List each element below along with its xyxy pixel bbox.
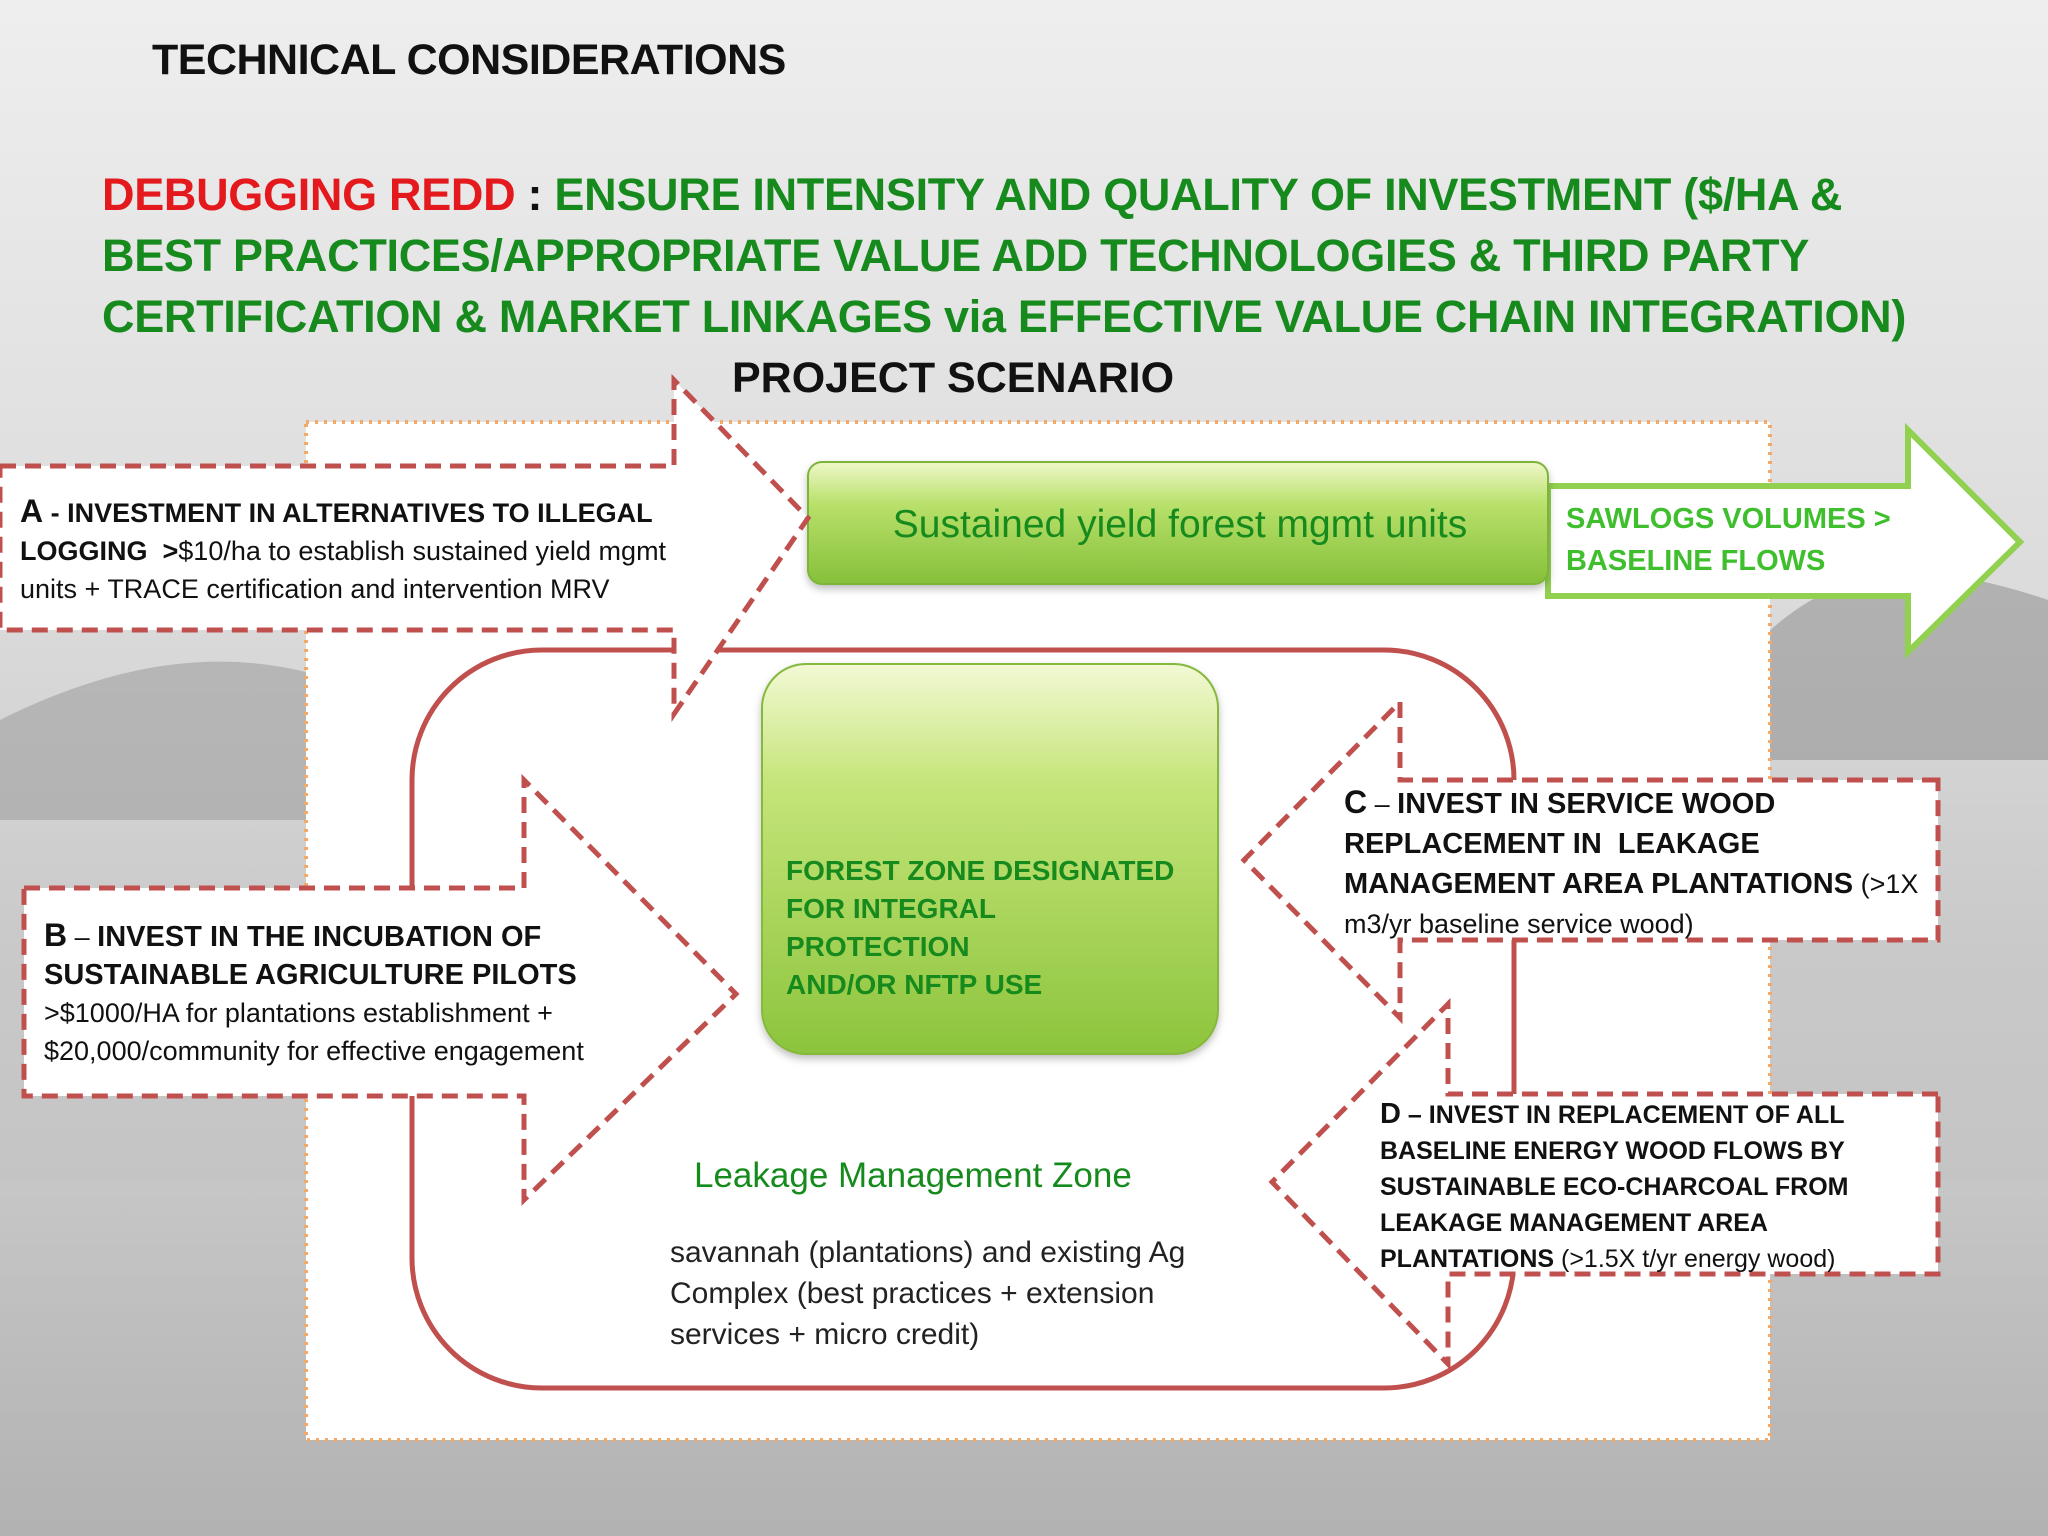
- headline-colon: :: [515, 169, 555, 220]
- arrow-d-head-5: PLANTATIONS: [1380, 1245, 1555, 1273]
- arrow-d-head-1: INVEST IN REPLACEMENT OF ALL: [1428, 1101, 1845, 1129]
- arrow-b-body-2: $20,000/community for effective engageme…: [44, 1036, 584, 1066]
- leakage-desc-line-2: Complex (best practices + extension: [670, 1277, 1155, 1310]
- arrow-c: [1240, 695, 1941, 1025]
- arrow-d-head-3: SUSTAINABLE ECO-CHARCOAL FROM: [1380, 1173, 1849, 1201]
- arrow-c-line-1: C – INVEST IN SERVICE WOOD: [1344, 782, 1924, 824]
- sawlogs-label: SAWLOGS VOLUMES > BASELINE FLOWS: [1566, 498, 1916, 582]
- headline-text-1: ENSURE INTENSITY AND QUALITY OF INVESTME…: [554, 169, 1843, 220]
- arrow-a-letter: A: [20, 493, 44, 529]
- arrow-d-letter: D: [1380, 1098, 1401, 1130]
- arrow-d-dash: –: [1400, 1101, 1429, 1129]
- arrow-c-head-3: MANAGEMENT AREA PLANTATIONS: [1344, 868, 1854, 900]
- leakage-desc-line-1: savannah (plantations) and existing Ag: [670, 1236, 1186, 1269]
- headline-line-2: BEST PRACTICES/APPROPRIATE VALUE ADD TEC…: [102, 230, 1810, 281]
- arrow-b: [21, 773, 740, 1206]
- headline-prefix: DEBUGGING REDD: [102, 169, 516, 220]
- sustained-yield-label: Sustained yield forest mgmt units: [892, 503, 1468, 546]
- page-title: TECHNICAL CONSIDERATIONS: [152, 36, 786, 84]
- arrow-c-letter: C: [1344, 784, 1368, 820]
- arrow-b-text: B – INVEST IN THE INCUBATION OF SUSTAINA…: [44, 916, 664, 1070]
- arrow-a-head-2: LOGGING: [20, 536, 148, 566]
- forest-zone-box: [761, 663, 1219, 1055]
- arrow-d-text: D – INVEST IN REPLACEMENT OF ALL BASELIN…: [1380, 1096, 1920, 1277]
- arrow-a-head-1: INVESTMENT IN ALTERNATIVES TO ILLEGAL: [67, 498, 653, 528]
- sustained-yield-box: [807, 461, 1549, 585]
- arrow-a: [0, 373, 812, 723]
- arrow-a-text: A - INVESTMENT IN ALTERNATIVES TO ILLEGA…: [20, 492, 700, 608]
- leakage-desc-line-3: services + micro credit): [670, 1318, 980, 1351]
- arrow-b-body-1: >$1000/HA for plantations establishment …: [44, 998, 553, 1028]
- arrow-a-line-3: units + TRACE certification and interven…: [20, 574, 610, 604]
- arrow-c-head-2: REPLACEMENT IN LEAKAGE: [1344, 828, 1760, 860]
- arrow-a-line-2: LOGGING >$10/ha to establish sustained y…: [20, 532, 700, 570]
- arrow-b-head-1: INVEST IN THE INCUBATION OF: [97, 921, 542, 953]
- headline: DEBUGGING REDD : ENSURE INTENSITY AND QU…: [102, 164, 1906, 347]
- arrow-d-head-2: BASELINE ENERGY WOOD FLOWS BY: [1380, 1137, 1845, 1165]
- forest-zone-line-1: FOREST ZONE DESIGNATED: [786, 855, 1175, 886]
- arrow-c-body-2: m3/yr baseline service wood): [1344, 909, 1694, 939]
- arrow-a-body-1: $10/ha to establish sustained yield mgmt: [178, 536, 667, 566]
- sawlogs-line-2: BASELINE FLOWS: [1566, 545, 1826, 577]
- arrow-d: [1268, 997, 1941, 1371]
- arrow-d-line-5: PLANTATIONS (>1.5X t/yr energy wood): [1380, 1241, 1920, 1277]
- arrow-b-line-1: B – INVEST IN THE INCUBATION OF: [44, 916, 664, 956]
- sawlogs-arrow: [1545, 422, 2025, 660]
- arrow-c-line-3: MANAGEMENT AREA PLANTATIONS (>1X: [1344, 864, 1924, 904]
- headline-line-3: CERTIFICATION & MARKET LINKAGES via EFFE…: [102, 291, 1907, 342]
- arrow-a-dash: -: [43, 498, 68, 528]
- leakage-zone-title: Leakage Management Zone: [694, 1156, 1132, 1195]
- forest-zone-label: FOREST ZONE DESIGNATED FOR INTEGRAL PROT…: [786, 852, 1186, 1004]
- arrow-b-dash: –: [67, 922, 98, 952]
- forest-zone-line-2: FOR INTEGRAL PROTECTION: [786, 893, 996, 962]
- forest-zone-line-3: AND/OR NFTP USE: [786, 969, 1043, 1000]
- arrow-a-gt: >: [147, 536, 179, 566]
- arrow-d-body-1: (>1.5X t/yr energy wood): [1554, 1245, 1836, 1273]
- arrow-d-head-4: LEAKAGE MANAGEMENT AREA: [1380, 1209, 1768, 1237]
- arrow-c-text: C – INVEST IN SERVICE WOOD REPLACEMENT I…: [1344, 782, 1924, 944]
- arrow-c-body-1: (>1X: [1853, 869, 1919, 899]
- arrow-b-letter: B: [44, 917, 68, 953]
- arrow-d-line-1: D – INVEST IN REPLACEMENT OF ALL: [1380, 1096, 1920, 1133]
- arrow-b-head-2: SUSTAINABLE AGRICULTURE PILOTS: [44, 959, 577, 991]
- headline-line-1: DEBUGGING REDD : ENSURE INTENSITY AND QU…: [102, 164, 1906, 225]
- scenario-title: PROJECT SCENARIO: [732, 354, 1175, 402]
- arrow-a-line-1: A - INVESTMENT IN ALTERNATIVES TO ILLEGA…: [20, 492, 700, 532]
- arrow-c-head-1: INVEST IN SERVICE WOOD: [1397, 788, 1776, 820]
- sawlogs-line-1: SAWLOGS VOLUMES >: [1566, 503, 1891, 535]
- arrow-c-dash: –: [1367, 789, 1398, 819]
- leakage-zone-description: savannah (plantations) and existing Ag C…: [670, 1232, 1250, 1355]
